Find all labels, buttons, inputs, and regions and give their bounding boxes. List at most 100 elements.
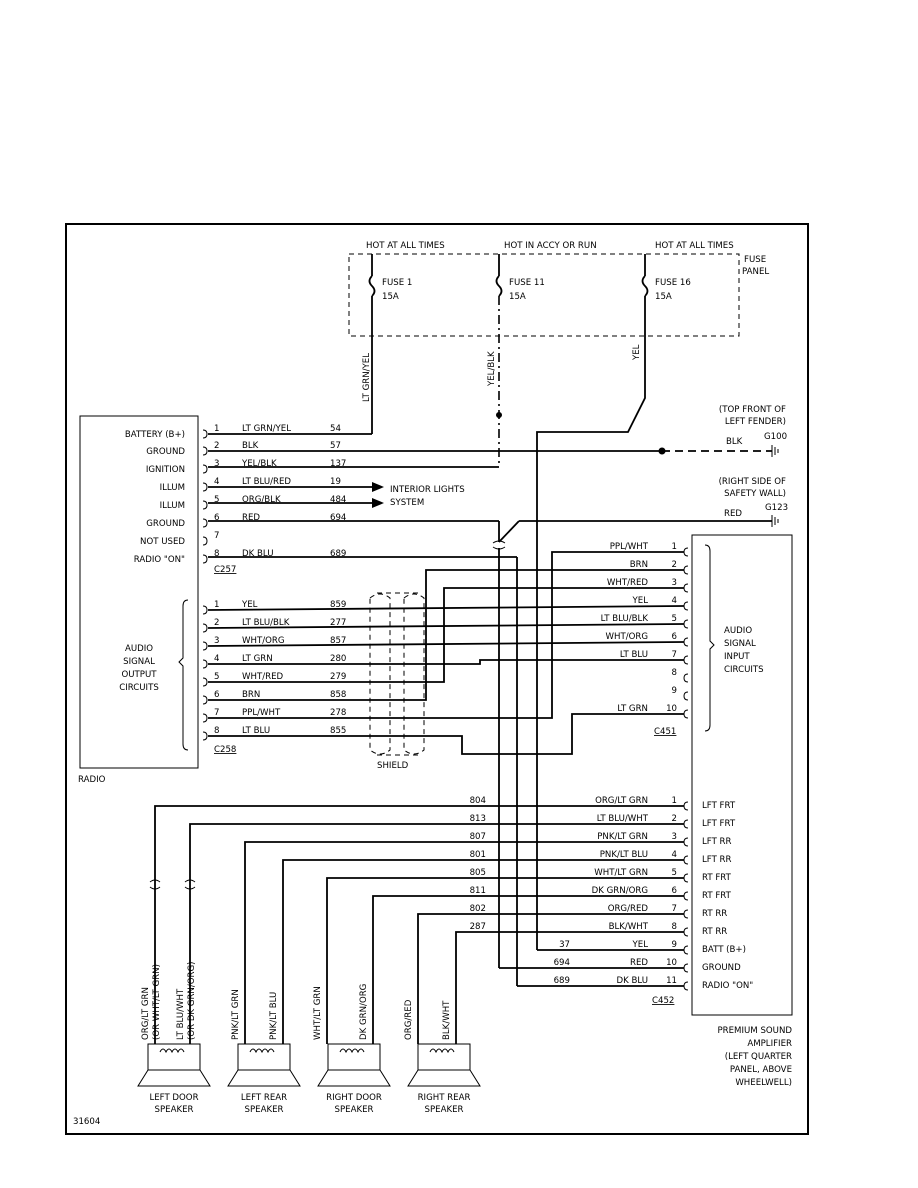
c452-pin: 2 (672, 814, 677, 824)
amp-label-2: AMPLIFIER (747, 1039, 792, 1049)
c451-pin: 8 (672, 668, 677, 678)
speaker-wire-label: (OR WHT/LT GRN) (152, 964, 162, 1040)
c452-pin: 7 (672, 904, 677, 914)
speaker-wire-label: WHT/LT GRN (313, 986, 323, 1040)
g100-wire: BLK (726, 437, 743, 447)
c258-color: LT BLU/BLK (242, 618, 290, 628)
c452-circuit: 37 (559, 940, 570, 950)
c257-circuit: 54 (330, 424, 341, 434)
speaker-icon (417, 1043, 471, 1071)
fuse-16-rating: 15A (655, 292, 672, 302)
c451-label-4: CIRCUITS (724, 665, 764, 675)
radio-audio-label-4: CIRCUITS (119, 683, 159, 693)
c451-label-1: AUDIO (724, 626, 752, 636)
fuse-1-name: FUSE 1 (382, 278, 412, 288)
c452-color: YEL (632, 940, 649, 950)
radio: RADIO BATTERY (B+)GROUNDIGNITIONILLUMILL… (78, 415, 199, 785)
c451-pin: 2 (672, 560, 677, 570)
speaker-name: RIGHT DOOR (326, 1093, 382, 1103)
fuse-header-2: HOT IN ACCY OR RUN (504, 241, 597, 251)
radio-audio-label-1: AUDIO (125, 644, 153, 654)
shield: SHIELD (369, 592, 425, 771)
c452-color: DK GRN/ORG (592, 886, 648, 896)
fuse-panel-label-2: PANEL (742, 267, 769, 277)
c452-function: RT RR (702, 909, 727, 919)
c257-circuit: 57 (330, 441, 341, 451)
c258-color: PPL/WHT (242, 708, 281, 718)
fuse-1-wire: LT GRN/YEL (362, 353, 372, 402)
c257-circuit: 484 (330, 495, 346, 505)
c258-pin: 1 (214, 600, 219, 610)
shield-label: SHIELD (377, 761, 409, 771)
c258-color: WHT/ORG (242, 636, 285, 646)
c452-pin: 8 (672, 922, 677, 932)
c451-color: YEL (632, 596, 649, 606)
fuse-panel-outline (348, 253, 740, 337)
amplifier-box (691, 534, 793, 1016)
c451-color: BRN (630, 560, 648, 570)
radio-pin-label: GROUND (146, 447, 185, 457)
c452-pin: 11 (666, 976, 677, 986)
c452-circuit: 694 (554, 958, 570, 968)
c258-circuit: 280 (330, 654, 346, 664)
c452-pin: 5 (672, 868, 677, 878)
ground-g100: (TOP FRONT OF LEFT FENDER) BLK G100 (208, 405, 787, 457)
g100-loc-2: LEFT FENDER) (725, 417, 786, 427)
c452-circuit: 813 (470, 814, 486, 824)
c452-pin: 10 (666, 958, 677, 968)
amp-label-5: WHEELWELL) (735, 1078, 792, 1088)
speaker-wire-label: ORG/LT GRN (141, 987, 151, 1040)
g123-wire: RED (724, 509, 742, 519)
c452-pin: 9 (672, 940, 677, 950)
c258-circuit: 855 (330, 726, 346, 736)
c452-function: RT FRT (702, 891, 732, 901)
c452-function: LFT FRT (702, 819, 736, 829)
speaker-name: RIGHT REAR (418, 1093, 471, 1103)
diagram-frame (65, 223, 809, 1135)
amp-supply-wires (208, 396, 646, 986)
c451-color: WHT/ORG (606, 632, 649, 642)
speaker-icon (147, 1043, 201, 1071)
c452-pin: 4 (672, 850, 677, 860)
g123-loc-1: (RIGHT SIDE OF (719, 477, 786, 487)
speaker-icon (327, 1043, 381, 1071)
c257-color: ORG/BLK (242, 495, 281, 505)
c258-circuit: 859 (330, 600, 346, 610)
c452-pin: 6 (672, 886, 677, 896)
c257-color: BLK (242, 441, 259, 451)
interior-lights: INTERIOR LIGHTS SYSTEM (372, 482, 465, 508)
radio-audio-label-2: SIGNAL (123, 657, 155, 667)
c257-pin: 3 (214, 459, 219, 469)
ground-g123: (RIGHT SIDE OF SAFETY WALL) RED G123 (519, 477, 788, 527)
fuse-header-1: HOT AT ALL TIMES (366, 241, 445, 251)
amp-label-4: PANEL, ABOVE (730, 1065, 792, 1075)
c452-circuit: 804 (470, 796, 486, 806)
interior-lights-label-1: INTERIOR LIGHTS (390, 485, 465, 495)
c452-circuit: 802 (470, 904, 486, 914)
c451-pin: 9 (672, 686, 677, 696)
g100-id: G100 (764, 432, 787, 442)
c257-circuit: 19 (330, 477, 341, 487)
audio-signal-wires (207, 551, 685, 755)
radio-pin-label: IGNITION (146, 465, 185, 475)
c451-pin: 6 (672, 632, 677, 642)
c452-name: C452 (652, 996, 674, 1006)
c257-pin: 5 (214, 495, 219, 505)
interior-lights-label-2: SYSTEM (390, 498, 424, 508)
c452-circuit: 807 (470, 832, 486, 842)
speakers: ORG/LT GRN(OR WHT/LT GRN)LT BLU/WHT(OR D… (137, 805, 684, 1115)
c257-pin: 8 (214, 549, 219, 559)
fuse-1-rating: 15A (382, 292, 399, 302)
c451-pin: 3 (672, 578, 677, 588)
radio-pin-label: ILLUM (160, 501, 185, 511)
c451-pin: 1 (672, 542, 677, 552)
c451-pin: 4 (672, 596, 677, 606)
c258-pin: 6 (214, 690, 219, 700)
c452-function: LFT FRT (702, 801, 736, 811)
speaker-wire-label: PNK/LT BLU (269, 992, 279, 1040)
c452-color: WHT/LT GRN (594, 868, 648, 878)
